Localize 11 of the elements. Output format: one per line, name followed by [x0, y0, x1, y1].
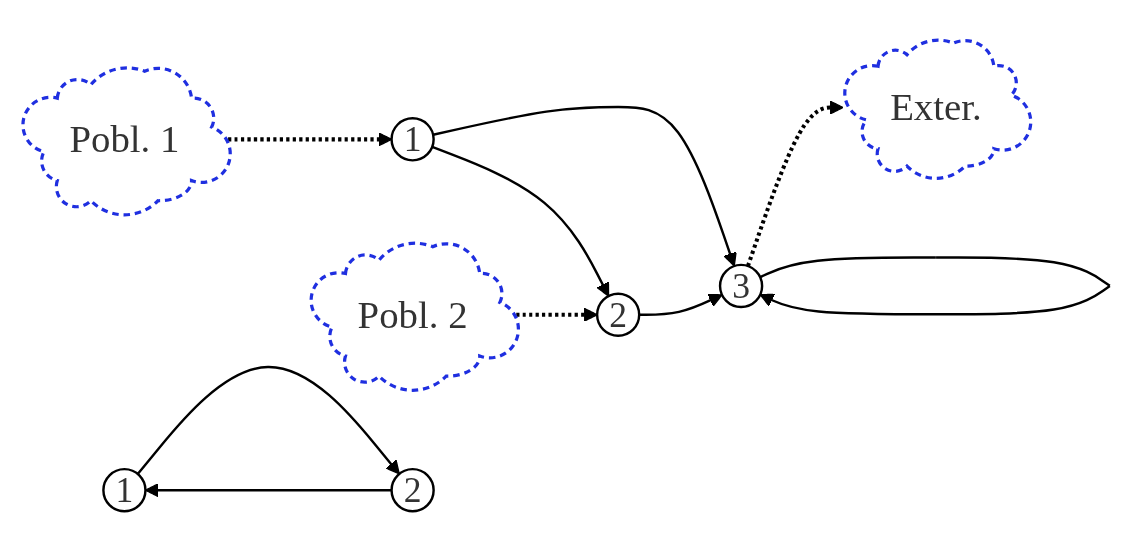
- arrow: [431, 145, 610, 297]
- node-circle: 1: [390, 117, 435, 162]
- arrow: [136, 365, 400, 475]
- arrow: [639, 293, 723, 316]
- node-circle: 1: [102, 467, 147, 513]
- arrow: [432, 105, 737, 267]
- node-circle: 3: [718, 263, 764, 309]
- node-circle: 2: [595, 292, 641, 337]
- arrow: [746, 100, 844, 267]
- arrow: [516, 307, 598, 322]
- node-circle: 2: [390, 467, 435, 513]
